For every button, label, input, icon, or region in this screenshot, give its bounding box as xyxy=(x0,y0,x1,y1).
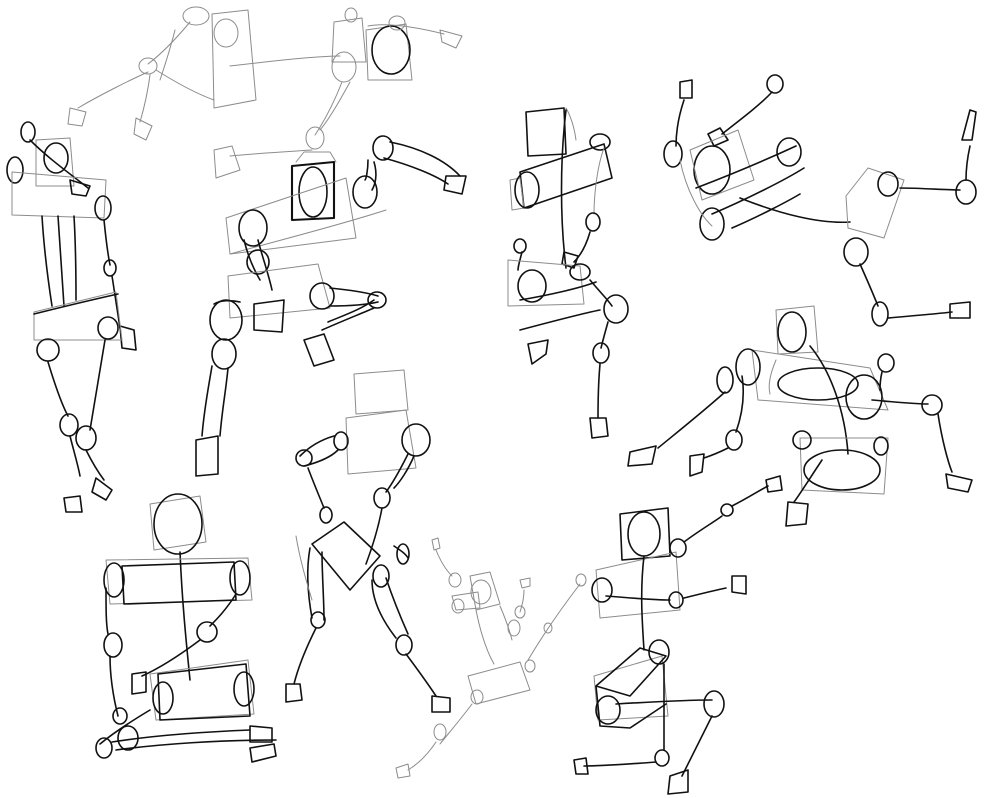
figure-crawling-right xyxy=(627,305,973,527)
figure-walking-center xyxy=(507,107,629,439)
figure-leaning-faint xyxy=(213,7,463,179)
figure-kicking-right xyxy=(663,74,977,327)
figure-lunging-center xyxy=(285,369,451,713)
figure-striding-bottom xyxy=(573,475,783,795)
figure-crouching-punch xyxy=(195,135,467,477)
figure-seated-left xyxy=(95,493,277,763)
figure-small-faint xyxy=(395,537,587,779)
figure-reaching-faint xyxy=(67,6,341,141)
figure-standing-left xyxy=(6,121,137,513)
